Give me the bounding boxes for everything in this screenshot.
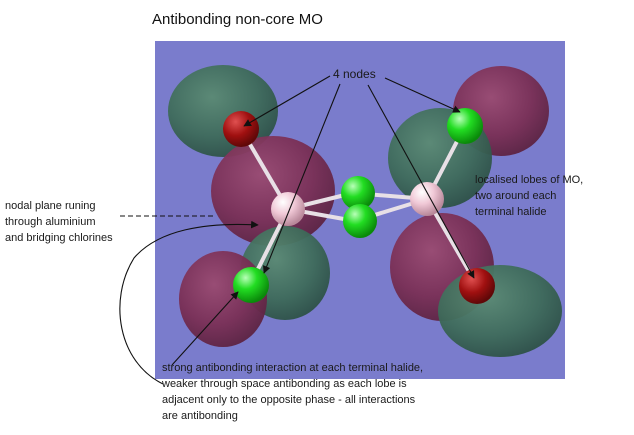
atom-aluminium-left <box>271 192 305 226</box>
atom-chlorine-terminal-bottom-left <box>233 267 269 303</box>
antibonding-line-2: weaker through space antibonding as each… <box>162 378 407 390</box>
atom-terminal-bottom-right <box>459 268 495 304</box>
atom-chlorine-terminal-top-right <box>447 108 483 144</box>
atom-chlorine-bridging-bottom <box>343 204 377 238</box>
antibonding-line-1: strong antibonding interaction at each t… <box>162 362 424 374</box>
atom-aluminium-right <box>410 182 444 216</box>
atom-terminal-top-left <box>223 111 259 147</box>
nodal-plane-line-2: through aluminium <box>5 216 96 228</box>
lobes-line-1: localised lobes of MO, <box>475 174 584 186</box>
diagram-title: Antibonding non-core MO <box>152 11 323 28</box>
nodal-plane-annotation: nodal plane runing through aluminium and… <box>5 198 113 246</box>
lobes-line-3: terminal halide <box>475 206 547 218</box>
nodal-plane-line-3: and bridging chlorines <box>5 232 113 244</box>
nodes-label: 4 nodes <box>333 67 376 81</box>
lobe-bottom-right-positive <box>438 265 562 357</box>
nodal-plane-line-1: nodal plane runing <box>5 200 96 212</box>
lobes-line-2: two around each <box>475 190 557 202</box>
atom-chlorine-bridging-top <box>341 176 375 210</box>
lobes-annotation: localised lobes of MO, two around each t… <box>475 172 583 220</box>
antibonding-line-4: are antibonding <box>162 410 238 422</box>
antibonding-annotation: strong antibonding interaction at each t… <box>162 360 423 424</box>
antibonding-line-3: adjacent only to the opposite phase - al… <box>162 394 416 406</box>
